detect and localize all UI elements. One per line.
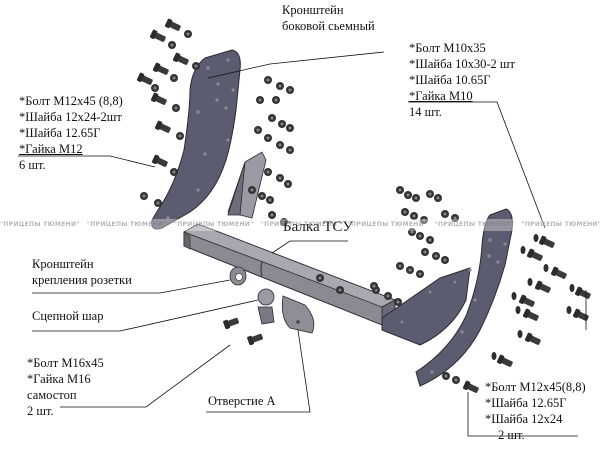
beam-right-end-bracket [381, 267, 471, 346]
watermark-text: "ПРИЦЕПЫ ТЮМЕНИ" [434, 221, 515, 228]
label-line: Кронштейн [32, 257, 94, 271]
watermark-text: "ПРИЦЕПЫ ТЮМЕНИ" [173, 221, 254, 228]
watermark-band: "ПРИЦЕПЫ ТЮМЕНИ" "ПРИЦЕПЫ ТЮМЕНИ" "ПРИЦЕ… [0, 219, 600, 231]
label-bottom-right-fasteners: *Болт М12х45(8,8) *Шайба 12.65Г *Шайба 1… [485, 379, 586, 443]
label-line: *Шайба 10.65Г [409, 73, 491, 87]
watermark-text: "ПРИЦЕПЫ ТЮМЕНИ" [260, 221, 341, 228]
watermark-text: "ПРИЦЕПЫ ТЮМЕНИ" [347, 221, 428, 228]
ball-mount-plate [281, 295, 315, 334]
label-left-fasteners: *Болт М12х45 (8,8) *Шайба 12х24-2шт *Шай… [19, 93, 123, 173]
label-line: *Шайба 12х24-2шт [19, 110, 122, 124]
label-line: 6 шт. [19, 158, 46, 172]
leader-tow-ball [32, 299, 259, 332]
label-line: Балка ТСУ [283, 219, 353, 235]
label-beam: Балка ТСУ [283, 219, 353, 235]
leader-top-right [408, 101, 546, 229]
leader-lines [18, 51, 587, 437]
label-line: *Болт М12х45(8,8) [485, 380, 586, 394]
label-line: *Гайка М16 [27, 372, 91, 386]
leader-beam [271, 240, 348, 254]
label-line: *Гайка М12 [19, 142, 83, 156]
label-line: *Шайба 12.65Г [19, 126, 101, 140]
label-line: *Шайба 12х24 [485, 412, 563, 426]
socket-bracket [229, 266, 247, 286]
label-line: Сцепной шар [32, 309, 104, 323]
label-line: *Болт М10х35 [409, 41, 486, 55]
label-line: Кронштейн [282, 3, 344, 17]
leader-left-fasteners [18, 155, 156, 168]
label-line: *Шайба 12.65Г [485, 396, 567, 410]
label-line: боковой сьемный [282, 19, 375, 33]
label-line: самостоп [27, 388, 77, 402]
leader-ball-fasteners [60, 344, 231, 408]
label-line: 2 шт. [498, 428, 525, 442]
leader-hole-a [206, 329, 311, 413]
label-tow-ball: Сцепной шар [32, 308, 103, 324]
watermark-text: "ПРИЦЕПЫ ТЮМЕНИ" [521, 221, 600, 228]
label-line: *Шайба 10х30-2 шт [409, 57, 516, 71]
right-plate-holes [430, 238, 507, 374]
left-side-bracket-plate [151, 49, 241, 230]
leader-socket-bracket [32, 279, 231, 294]
label-line: *Гайка М10 [409, 89, 473, 103]
label-side-bracket: Кронштейн боковой сьемный [282, 2, 375, 34]
tow-ball [257, 261, 275, 325]
right-side-bracket-plate [415, 208, 513, 387]
label-line: *Болт М16х45 [27, 356, 104, 370]
label-line: 14 шт. [409, 105, 442, 119]
label-ball-fasteners: *Болт М16х45 *Гайка М16 самостоп 2 шт. [27, 355, 104, 419]
label-hole-a: Отверстие А [208, 393, 276, 409]
fasteners-m16 [222, 316, 264, 346]
label-line: крепления розетки [32, 273, 132, 287]
label-socket-bracket: Кронштейн крепления розетки [32, 256, 132, 288]
fasteners-right-nuts [370, 186, 459, 290]
watermark-text: "ПРИЦЕПЫ ТЮМЕНИ" [0, 221, 80, 228]
watermark-text: "ПРИЦЕПЫ ТЮМЕНИ" [86, 221, 167, 228]
fasteners-right-bolts [442, 234, 592, 395]
label-line: Отверстие А [208, 394, 276, 408]
leader-side-bracket [207, 51, 385, 79]
plate-holes [166, 58, 235, 220]
label-line: 2 шт. [27, 404, 54, 418]
label-top-right-fasteners: *Болт М10х35 *Шайба 10х30-2 шт *Шайба 10… [409, 40, 515, 120]
label-line: *Болт М12х45 (8,8) [19, 94, 123, 108]
